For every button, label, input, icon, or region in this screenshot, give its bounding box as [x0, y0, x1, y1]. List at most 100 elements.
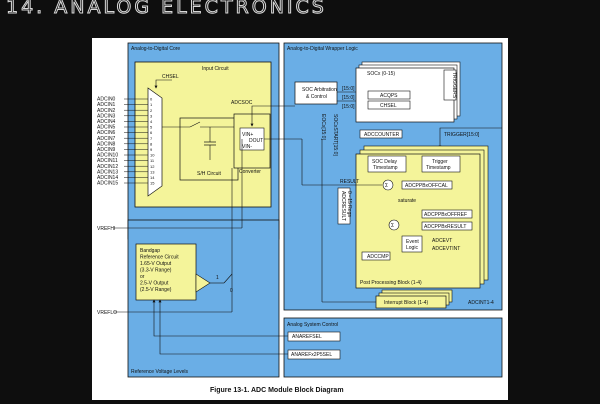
sum-node-1: [382, 179, 394, 191]
vin-plus: VIN+: [242, 132, 253, 138]
adc-input-label: ADCIN11: [97, 158, 118, 164]
event-logic-line2: Logic: [406, 245, 418, 251]
page-title: 14. ANALOG ELECTRONICS: [6, 0, 327, 19]
adccmp-box: [361, 251, 391, 261]
adc-input-label: ADCIN9: [97, 147, 116, 153]
bus-label-a: [15:0]: [342, 86, 355, 92]
page-header: 14. ANALOG ELECTRONICS: [0, 0, 600, 22]
event-logic-line1: Event: [406, 239, 419, 245]
adc-input-label: ADCIN3: [97, 113, 116, 119]
reference-title: Reference Voltage Levels: [131, 369, 188, 375]
soc-arb-line1: SOC Arbitration: [302, 87, 337, 93]
anarefp-label: ANAREFx2P5SEL: [291, 352, 332, 358]
adcevt-label: ADCEVT: [432, 238, 452, 244]
switch-label-1: 1: [216, 275, 219, 281]
figure-caption: Figure 13-1. ADC Module Block Diagram: [210, 387, 344, 394]
anarefsel-box: [287, 331, 341, 342]
adcppb-result-label: ADCPPBxRESULT: [424, 224, 466, 230]
mux-pin-number: 11: [150, 158, 155, 163]
bandgap-text: Reference Circuit: [140, 255, 179, 261]
adcevtint-label: ADCEVTINT: [432, 246, 460, 252]
soc-delay-line1: SOC Delay: [372, 159, 398, 165]
post-processing-box: [355, 153, 481, 289]
wrapper-title: Analog-to-Digital Wrapper Logic: [287, 46, 358, 52]
bus-label-b: [15:0]: [342, 95, 355, 101]
sigma-1: Σ: [385, 183, 388, 189]
sum-node-2: [388, 219, 400, 231]
bandgap-text: (3.3-V Range): [140, 268, 172, 274]
mux-pin-number: 10: [150, 153, 155, 158]
adc-input-label: ADCIN2: [97, 108, 116, 114]
diagram-sheet: Analog-to-Digital Core Analog-to-Digital…: [92, 38, 508, 400]
post-processing-label: Post Processing Block (1-4): [360, 280, 422, 286]
anarefsel-label: ANAREFSEL: [292, 334, 322, 340]
adc-input-label: ADCIN8: [97, 141, 116, 147]
adc-input-label: ADCIN6: [97, 130, 116, 136]
adcresult-range: 0 - 15 Regs: [346, 191, 352, 217]
adcint-label: ADCINT1-4: [468, 300, 494, 306]
adcppb-offref-label: ADCPPBxOFFREF: [424, 212, 467, 218]
chsel-reg-label: CHSEL: [380, 103, 397, 109]
vreflo-label: VREFLO: [97, 310, 117, 316]
adcresult-label: ADCRESULT: [340, 191, 346, 221]
event-logic-box: [401, 235, 423, 253]
input-circuit-label: Input Circuit: [202, 66, 229, 72]
analog-system-title: Analog System Control: [287, 322, 338, 328]
sh-circuit-box: [179, 117, 239, 181]
soc-arbitration-box: [294, 81, 338, 105]
soc-delay-line2: Timestamp: [373, 165, 398, 171]
adcsoc-label: ADCSOC: [231, 100, 253, 106]
adcppb-offcal-box: [401, 180, 453, 190]
trigger-bus-label: TRIGGER[15:0]: [444, 132, 480, 138]
mux-pin-number: 4: [150, 119, 153, 124]
sh-circuit-label: S/H Circuit: [197, 171, 222, 177]
adc-input-label: ADCIN15: [97, 181, 118, 187]
adc-input-label: ADCIN4: [97, 119, 116, 125]
vrefhi-label: VREFHI: [97, 226, 115, 232]
adcppb-offcal-label: ADCPPBxOFFCAL: [405, 183, 448, 189]
dout: DOUT: [249, 138, 263, 144]
core-title: Analog-to-Digital Core: [131, 46, 180, 52]
adc-input-label: ADCIN12: [97, 164, 118, 170]
trigger-timestamp-box: [421, 155, 461, 173]
soc-arb-line2: & Control: [306, 94, 327, 100]
triggers-box: [443, 69, 457, 101]
bandgap-text: or: [140, 274, 145, 280]
switch-label-0: 0: [230, 288, 233, 294]
mux-pin-number: 13: [150, 169, 155, 174]
adc-input-label: ADCIN7: [97, 136, 116, 142]
socxstart-label: SOCxSTART[15:0]: [332, 114, 338, 156]
converter-label: Converter: [239, 169, 261, 175]
mux-pin-number: 9: [150, 147, 153, 152]
chsel-register: [367, 100, 411, 110]
chsel-label: CHSEL: [162, 74, 179, 80]
adc-input-label: ADCIN0: [97, 97, 116, 103]
mux-pin-number: 12: [150, 164, 155, 169]
trigger-ts-line2: Timestamp: [426, 165, 451, 171]
adc-input-label: ADCIN13: [97, 169, 118, 175]
bandgap-text: 2.5-V Output: [140, 281, 169, 287]
mux-pin-number: 8: [150, 141, 153, 146]
analog-system-panel: [283, 317, 503, 378]
bandgap-text: Bandgap: [140, 248, 160, 254]
mux-pin-number: 5: [150, 125, 153, 130]
acqps-register: [367, 90, 411, 100]
result-label: RESULT: [340, 179, 359, 185]
mux-pin-number: 3: [150, 113, 153, 118]
mux-pin-number: 15: [150, 181, 155, 186]
adcppb-offref-box: [421, 209, 473, 219]
mux-pin-number: 0: [150, 97, 153, 102]
vin-minus: VIN-: [242, 144, 252, 150]
eocx-label: EOCx[15:0]: [320, 114, 326, 140]
soc-delay-box: [367, 155, 407, 173]
input-mux: [147, 87, 163, 197]
adc-input-label: ADCIN1: [97, 102, 116, 108]
interrupt-label: Interrupt Block (1-4): [384, 300, 429, 306]
mux-pin-number: 2: [150, 108, 153, 113]
bandgap-text: (2.5-V Range): [140, 287, 172, 293]
adc-input-label: ADCIN5: [97, 125, 116, 131]
adc-input-label: ADCIN10: [97, 153, 118, 159]
mux-pin-number: 1: [150, 102, 153, 107]
adccounter-box: [359, 129, 403, 139]
adc-block-diagram: Analog-to-Digital Core Analog-to-Digital…: [97, 42, 503, 394]
